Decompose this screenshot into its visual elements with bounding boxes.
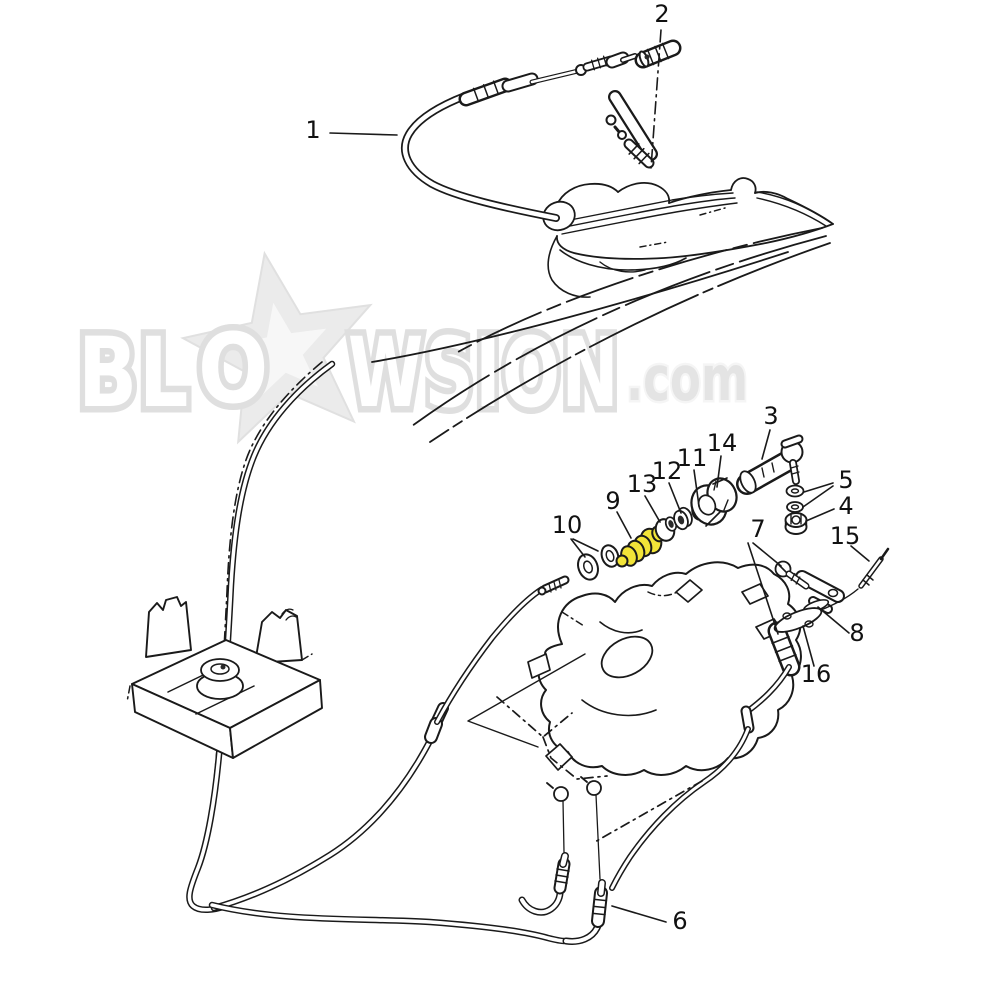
callout-7[interactable]: 7 — [750, 515, 765, 543]
hull-bracket — [126, 596, 323, 759]
callout-6[interactable]: 6 — [672, 907, 687, 935]
steering-shaft — [605, 90, 658, 169]
callout-labels: 1 2 3 4 5 6 7 8 9 10 11 12 13 14 15 16 — [305, 0, 864, 935]
jet-pump-body — [527, 561, 802, 776]
cable-end-nut — [634, 39, 682, 69]
callout-13[interactable]: 13 — [627, 470, 658, 498]
watermark-text-bl: BL — [78, 317, 190, 429]
watermark-text-wsion: WSION — [348, 317, 620, 429]
watermark-text-com: .com — [626, 342, 748, 415]
callout-2[interactable]: 2 — [654, 0, 669, 28]
callout-16[interactable]: 16 — [801, 660, 832, 688]
leader-lines — [329, 29, 870, 923]
bottom-fittings — [467, 653, 703, 945]
watermark-text-o: O — [198, 313, 270, 425]
callout-14[interactable]: 14 — [707, 429, 738, 457]
watermark: BL O WSION .com — [72, 250, 751, 445]
exploded-chain — [537, 434, 808, 596]
callout-4[interactable]: 4 — [838, 492, 853, 520]
star-icon-inner — [232, 302, 327, 397]
steering-cable-top — [401, 51, 638, 222]
cable-right-run — [609, 621, 801, 891]
hull-deck-lines — [197, 227, 831, 863]
steering-console — [542, 177, 834, 298]
callout-9[interactable]: 9 — [605, 487, 620, 515]
callout-3[interactable]: 3 — [763, 402, 778, 430]
callout-15[interactable]: 15 — [830, 522, 861, 550]
line-art — [126, 29, 890, 945]
callout-12[interactable]: 12 — [652, 457, 683, 485]
callout-1[interactable]: 1 — [305, 116, 320, 144]
callout-5[interactable]: 5 — [838, 466, 853, 494]
callout-8[interactable]: 8 — [849, 619, 864, 647]
callout-11[interactable]: 11 — [677, 444, 708, 472]
callout-10[interactable]: 10 — [552, 511, 583, 539]
